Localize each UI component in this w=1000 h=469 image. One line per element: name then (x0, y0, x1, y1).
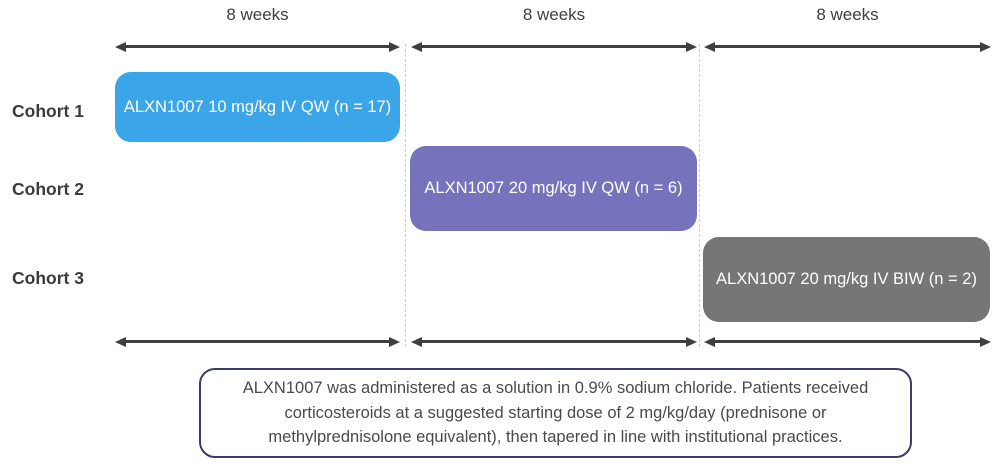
arrow-right-head-icon (980, 336, 991, 347)
period-3-bottom-arrow (704, 335, 991, 348)
footnote-box: ALXN1007 was administered as a solution … (199, 368, 912, 458)
cohort-3-treatment-text: ALXN1007 20 mg/kg IV BIW (n = 2) (716, 270, 977, 288)
arrow-right-head-icon (389, 41, 400, 52)
period-3-top-arrow (704, 40, 991, 53)
period-3-duration-label: 8 weeks (816, 5, 879, 24)
footnote-text: ALXN1007 was administered as a solution … (242, 378, 869, 447)
arrow-line (126, 45, 389, 48)
arrow-left-head-icon (411, 336, 422, 347)
cohort-2-treatment-box: ALXN1007 20 mg/kg IV QW (n = 6) (410, 146, 697, 231)
period-1-duration-label: 8 weeks (226, 5, 289, 24)
cohort-3-treatment-box: ALXN1007 20 mg/kg IV BIW (n = 2) (703, 237, 990, 322)
period-1-top-arrow (115, 40, 400, 53)
arrow-right-head-icon (686, 336, 697, 347)
cohort-1-label: Cohort 1 (12, 101, 84, 121)
arrow-line (715, 340, 980, 343)
period-divider-2 (699, 44, 700, 347)
cohort-3-label: Cohort 3 (12, 268, 84, 288)
period-2-top-arrow (411, 40, 697, 53)
period-divider-1 (405, 44, 406, 347)
period-1-bottom-arrow (115, 335, 400, 348)
period-2-duration-label: 8 weeks (522, 5, 586, 24)
arrow-left-head-icon (115, 41, 126, 52)
arrow-left-head-icon (115, 336, 126, 347)
arrow-line (126, 340, 389, 343)
arrow-left-head-icon (704, 336, 715, 347)
period-2-bottom-arrow (411, 335, 697, 348)
cohort-2-label: Cohort 2 (12, 179, 84, 199)
cohort-1-treatment-text: ALXN1007 10 mg/kg IV QW (n = 17) (123, 97, 392, 116)
cohort-1-treatment-box: ALXN1007 10 mg/kg IV QW (n = 17) (115, 72, 400, 142)
arrow-right-head-icon (980, 41, 991, 52)
arrow-line (422, 45, 686, 48)
arrow-line (715, 45, 980, 48)
arrow-left-head-icon (704, 41, 715, 52)
arrow-right-head-icon (389, 336, 400, 347)
arrow-left-head-icon (411, 41, 422, 52)
arrow-right-head-icon (686, 41, 697, 52)
cohort-2-treatment-text: ALXN1007 20 mg/kg IV QW (n = 6) (424, 179, 683, 197)
arrow-line (422, 340, 686, 343)
